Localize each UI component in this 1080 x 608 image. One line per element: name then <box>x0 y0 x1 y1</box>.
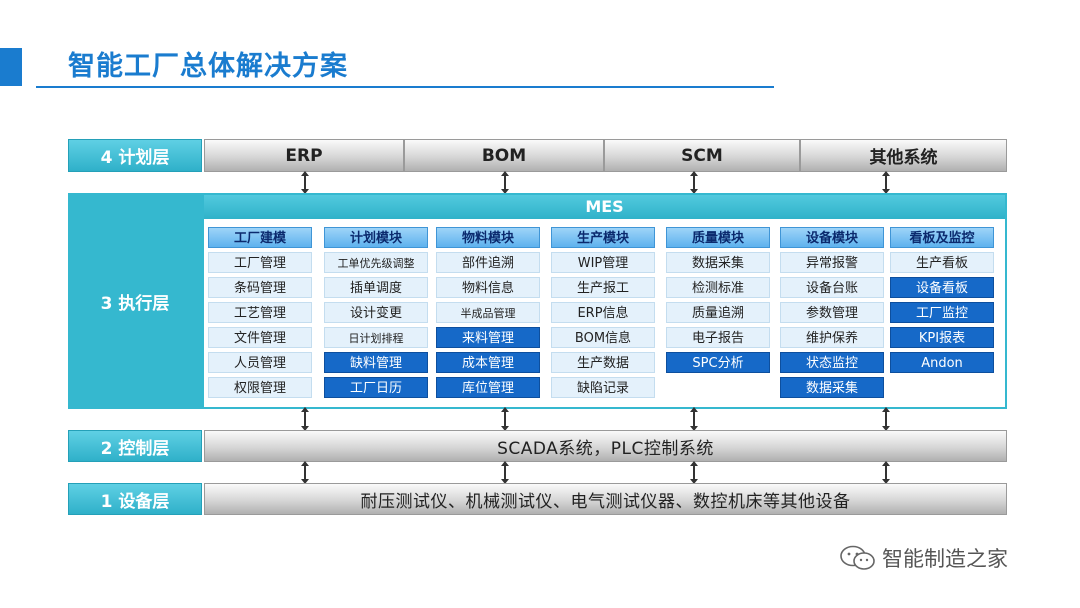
plan-system-erp: ERP <box>204 139 404 172</box>
module-item: 状态监控 <box>780 352 884 373</box>
connector-arrow <box>690 171 698 194</box>
module-item: 工单优先级调整 <box>324 252 428 273</box>
plan-system-bom: BOM <box>404 139 604 172</box>
module-item: 数据采集 <box>666 252 770 273</box>
module-item: 人员管理 <box>208 352 312 373</box>
connector-arrow <box>301 171 309 194</box>
connector-arrow <box>882 407 890 431</box>
module-item: 缺料管理 <box>324 352 428 373</box>
module-header: 计划模块 <box>324 227 428 248</box>
module-item: 生产报工 <box>551 277 655 298</box>
module-item: 权限管理 <box>208 377 312 398</box>
module-item: BOM信息 <box>551 327 655 348</box>
module-item: 来料管理 <box>436 327 540 348</box>
module-item: 库位管理 <box>436 377 540 398</box>
module-item: 生产看板 <box>890 252 994 273</box>
module-column: 计划模块工单优先级调整插单调度设计变更日计划排程缺料管理工厂日历 <box>324 227 428 402</box>
module-item: 部件追溯 <box>436 252 540 273</box>
module-item: 生产数据 <box>551 352 655 373</box>
module-item: SPC分析 <box>666 352 770 373</box>
module-header: 设备模块 <box>780 227 884 248</box>
connector-arrow <box>882 461 890 484</box>
equipment-layer-devices: 耐压测试仪、机械测试仪、电气测试仪器、数控机床等其他设备 <box>204 483 1007 515</box>
module-item: 工厂日历 <box>324 377 428 398</box>
module-item: 文件管理 <box>208 327 312 348</box>
connector-arrow <box>690 407 698 431</box>
connector-arrow <box>301 407 309 431</box>
module-item: 电子报告 <box>666 327 770 348</box>
mes-header: MES <box>204 195 1005 219</box>
module-column: 生产模块 WIP管理生产报工 ERP信息 BOM信息生产数据缺陷记录 <box>551 227 655 402</box>
module-item: 插单调度 <box>324 277 428 298</box>
module-column: 质量模块数据采集检测标准质量追溯电子报告 SPC分析 <box>666 227 770 377</box>
connector-arrow <box>690 461 698 484</box>
layer-label-plan: 4 计划层 <box>68 139 202 172</box>
plan-system-other: 其他系统 <box>800 139 1007 172</box>
title-accent-bar <box>0 48 22 86</box>
module-item: 维护保养 <box>780 327 884 348</box>
layer-label-control: 2 控制层 <box>68 430 202 462</box>
module-item: 缺陷记录 <box>551 377 655 398</box>
connector-arrow <box>301 461 309 484</box>
module-item: 条码管理 <box>208 277 312 298</box>
watermark: 智能制造之家 <box>838 543 1008 573</box>
control-layer-systems: SCADA系统，PLC控制系统 <box>204 430 1007 462</box>
layer-label-equipment: 1 设备层 <box>68 483 202 515</box>
module-item: 检测标准 <box>666 277 770 298</box>
module-item: 工厂监控 <box>890 302 994 323</box>
connector-arrow <box>501 461 509 484</box>
module-item: 异常报警 <box>780 252 884 273</box>
module-header: 物料模块 <box>436 227 540 248</box>
module-item: 工艺管理 <box>208 302 312 323</box>
module-item: KPI报表 <box>890 327 994 348</box>
module-column: 物料模块部件追溯物料信息半成品管理来料管理成本管理库位管理 <box>436 227 540 402</box>
watermark-text: 智能制造之家 <box>882 547 1008 571</box>
module-item: WIP管理 <box>551 252 655 273</box>
connector-arrow <box>501 171 509 194</box>
module-column: 设备模块异常报警设备台账参数管理维护保养状态监控数据采集 <box>780 227 884 402</box>
module-column: 看板及监控生产看板设备看板工厂监控 KPI报表 Andon <box>890 227 994 377</box>
title-underline <box>36 86 774 88</box>
connector-arrow <box>882 171 890 194</box>
module-item: ERP信息 <box>551 302 655 323</box>
module-item: 设计变更 <box>324 302 428 323</box>
module-item: 设备台账 <box>780 277 884 298</box>
module-item: 设备看板 <box>890 277 994 298</box>
module-header: 看板及监控 <box>890 227 994 248</box>
module-header: 生产模块 <box>551 227 655 248</box>
module-item: 日计划排程 <box>324 327 428 348</box>
module-item: 工厂管理 <box>208 252 312 273</box>
layer-label-execution: 3 执行层 <box>100 293 170 314</box>
module-item: 质量追溯 <box>666 302 770 323</box>
mes-module-grid: 工厂建模工厂管理条码管理工艺管理文件管理人员管理权限管理计划模块工单优先级调整插… <box>204 219 1005 407</box>
module-item: 半成品管理 <box>436 302 540 323</box>
module-header: 工厂建模 <box>208 227 312 248</box>
plan-system-scm: SCM <box>604 139 800 172</box>
module-item: 物料信息 <box>436 277 540 298</box>
module-item: Andon <box>890 352 994 373</box>
slide-title: 智能工厂总体解决方案 <box>68 51 348 82</box>
module-item: 数据采集 <box>780 377 884 398</box>
connector-arrow <box>501 407 509 431</box>
module-header: 质量模块 <box>666 227 770 248</box>
module-item: 参数管理 <box>780 302 884 323</box>
module-column: 工厂建模工厂管理条码管理工艺管理文件管理人员管理权限管理 <box>208 227 312 402</box>
wechat-icon <box>840 545 875 570</box>
module-item: 成本管理 <box>436 352 540 373</box>
